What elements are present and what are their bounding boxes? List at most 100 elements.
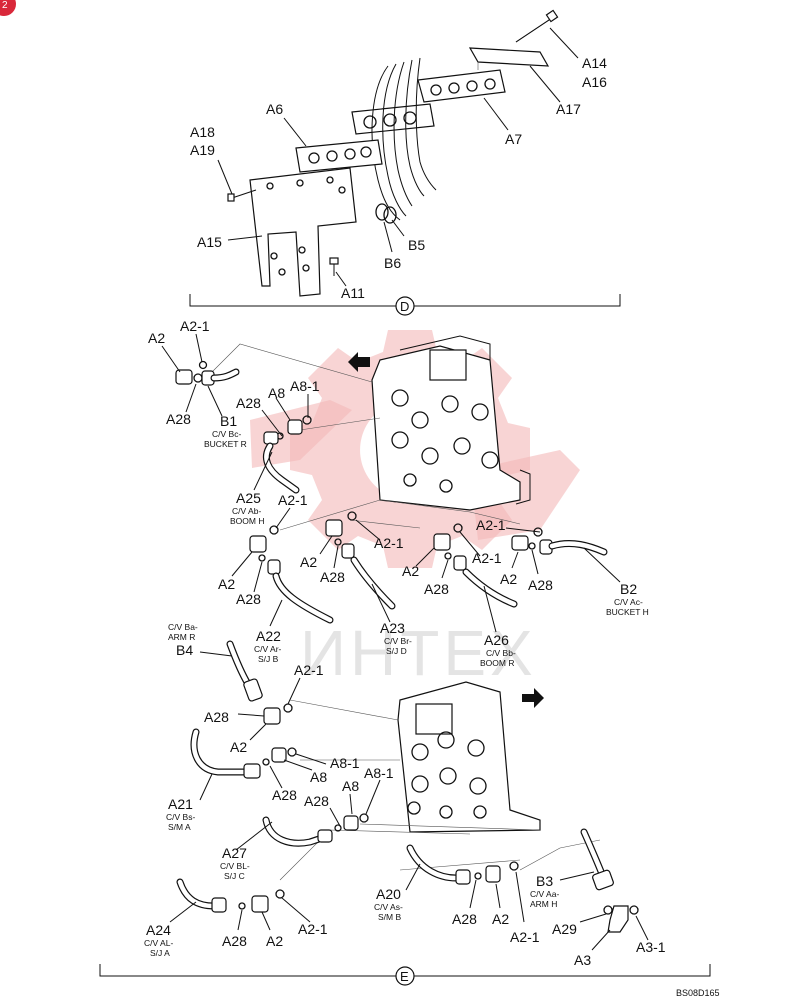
label-a2-1: A2-1: [278, 492, 308, 508]
label-b3-desc: ARM H: [530, 899, 557, 909]
label-a16: A16: [582, 74, 607, 90]
label-a25-desc: C/V Ab-: [232, 506, 261, 516]
label-a28: A28: [236, 591, 261, 607]
label-a21-desc: C/V Bs-: [166, 812, 195, 822]
section-e-lower-leaders: [169, 651, 649, 951]
label-a28: A28: [424, 581, 449, 597]
label-a2: A2: [300, 554, 317, 570]
label-a2-1: A2-1: [476, 517, 506, 533]
label-a15: A15: [197, 234, 222, 250]
label-a28: A28: [304, 793, 329, 809]
label-a26: A26: [484, 632, 509, 648]
label-a28: A28: [222, 933, 247, 949]
label-a22-desc: C/V Ar-: [254, 644, 282, 654]
label-a2-1: A2-1: [472, 550, 502, 566]
label-a8-1: A8-1: [290, 378, 320, 394]
label-a27-desc: C/V BL-: [220, 861, 250, 871]
label-a27: A27: [222, 845, 247, 861]
watermark-text: ИНТЕХ: [300, 617, 537, 689]
label-a24-desc: C/V AL-: [144, 938, 173, 948]
label-a2-1: A2-1: [510, 929, 540, 945]
label-a18: A18: [190, 124, 215, 140]
label-b2: B2: [620, 581, 637, 597]
label-b1-desc: BUCKET R: [204, 439, 247, 449]
label-a2-1: A2-1: [374, 535, 404, 551]
label-a20-desc: C/V As-: [374, 902, 403, 912]
direction-arrow-left-icon: [348, 352, 370, 372]
label-a22: A22: [256, 628, 281, 644]
label-a8-1: A8-1: [364, 765, 394, 781]
label-a2: A2: [148, 330, 165, 346]
page-marker: 2: [0, 0, 16, 16]
label-b4-desc: C/V Ba-: [168, 622, 198, 632]
label-b2-desc: BUCKET H: [606, 607, 649, 617]
label-a2-1: A2-1: [294, 662, 324, 678]
label-a8: A8: [342, 778, 359, 794]
label-b4-desc: ARM R: [168, 632, 195, 642]
label-a8-1: A8-1: [330, 755, 360, 771]
label-a8: A8: [310, 769, 327, 785]
direction-arrow-right-icon: [522, 688, 544, 708]
label-a2: A2: [218, 576, 235, 592]
label-a28: A28: [236, 395, 261, 411]
label-a2-1: A2-1: [180, 318, 210, 334]
label-b5: B5: [408, 237, 425, 253]
label-a20-desc: S/M B: [378, 912, 401, 922]
label-a3: A3: [574, 952, 591, 968]
label-a2: A2: [492, 911, 509, 927]
label-b2-desc: C/V Ac-: [614, 597, 643, 607]
label-a2: A2: [402, 563, 419, 579]
section-e-lower-fittings: [176, 640, 639, 933]
label-a7: A7: [505, 131, 522, 147]
svg-text:D: D: [400, 299, 409, 314]
label-a23: A23: [380, 620, 405, 636]
label-b3-desc: C/V Aa-: [530, 889, 559, 899]
label-a20: A20: [376, 886, 401, 902]
label-b4: B4: [176, 642, 193, 658]
label-a11: A11: [341, 285, 365, 301]
label-a26-desc: BOOM R: [480, 658, 514, 668]
drawing-code: BS08D165: [676, 988, 720, 998]
svg-text:E: E: [400, 969, 409, 984]
label-b3: B3: [536, 873, 553, 889]
label-a19: A19: [190, 142, 215, 158]
section-d-view-marker: D: [395, 296, 415, 316]
label-b1: B1: [220, 413, 237, 429]
section-d-assembly: [217, 9, 579, 297]
label-a28: A28: [166, 411, 191, 427]
label-a2: A2: [500, 571, 517, 587]
label-a28: A28: [272, 787, 297, 803]
label-a29: A29: [552, 921, 577, 937]
label-a8: A8: [268, 385, 285, 401]
label-a14: A14: [582, 55, 607, 71]
label-a2: A2: [266, 933, 283, 949]
label-a22-desc: S/J B: [258, 654, 279, 664]
label-a28: A28: [528, 577, 553, 593]
label-a21: A21: [168, 796, 193, 812]
label-b1-desc: C/V Bc-: [212, 429, 241, 439]
label-a24-desc: S/J A: [150, 948, 170, 958]
section-e-upper-leaders: [161, 333, 621, 633]
label-a21-desc: S/M A: [168, 822, 191, 832]
label-b6: B6: [384, 255, 401, 271]
label-a26-desc: C/V Bb-: [486, 648, 516, 658]
label-a25: A25: [236, 490, 261, 506]
label-a2-1: A2-1: [298, 921, 328, 937]
label-a17: A17: [556, 101, 581, 117]
label-a2: A2: [230, 739, 247, 755]
label-a23-desc: S/J D: [386, 646, 407, 656]
label-a24: A24: [146, 922, 171, 938]
label-a3-1: A3-1: [636, 939, 666, 955]
label-a28: A28: [452, 911, 477, 927]
control-valve-upper: [371, 335, 531, 511]
label-a23-desc: C/V Br-: [384, 636, 412, 646]
page-marker-label: 2: [2, 0, 8, 11]
label-a25-desc: BOOM H: [230, 516, 264, 526]
label-a28: A28: [320, 569, 345, 585]
control-valve-lower: [397, 681, 541, 833]
section-e-view-marker: E: [395, 966, 415, 986]
label-a27-desc: S/J C: [224, 871, 245, 881]
label-a28: A28: [204, 709, 229, 725]
label-a6: A6: [266, 101, 283, 117]
